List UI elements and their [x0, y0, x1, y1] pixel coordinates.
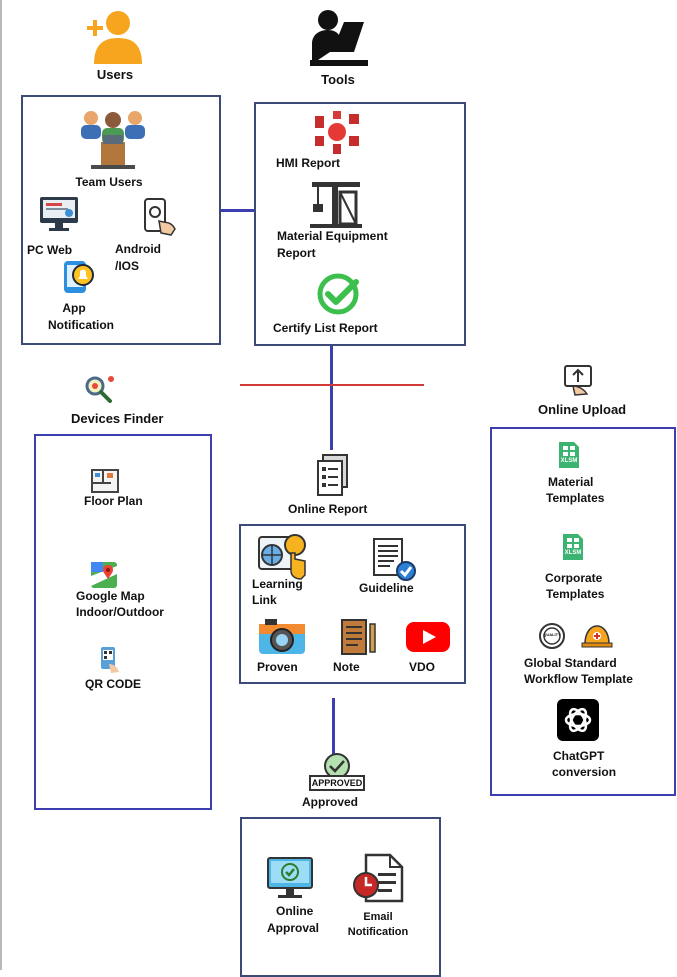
tools-report-connector — [330, 346, 333, 450]
learning-label: Learning — [252, 577, 303, 591]
hmi-report-icon — [313, 110, 361, 156]
material-templates-xlsm-icon — [557, 441, 581, 469]
certify-check-icon — [316, 272, 360, 316]
team-users-icon — [77, 108, 149, 170]
floor-plan-label: Floor Plan — [84, 494, 143, 508]
guideline-icon — [370, 537, 418, 583]
global-standard-label-2: Workflow Template — [524, 672, 633, 686]
corporate-xlsm-text: XLSM — [564, 550, 582, 556]
online-report-title: Online Report — [288, 502, 368, 516]
chatgpt-label-2: conversion — [552, 765, 617, 779]
devices-finder-box — [34, 434, 212, 810]
online-upload-box — [490, 427, 676, 796]
material-equipment-icon — [310, 180, 362, 228]
vdo-label: VDO — [409, 660, 436, 674]
android-label: Android — [115, 242, 161, 256]
approved-badge-text: APPROVED — [311, 778, 363, 788]
ios-label: /IOS — [115, 259, 140, 273]
quality-badge-icon — [539, 623, 565, 649]
report-approved-connector — [332, 698, 335, 754]
online-report-icon — [315, 453, 351, 497]
team-users-label: Team Users — [75, 175, 143, 189]
android-ios-icon — [141, 197, 179, 237]
online-approval-label-1: Online — [276, 904, 314, 918]
devices-finder-title: Devices Finder — [71, 411, 164, 426]
material-templates-label-1: Material — [548, 475, 594, 489]
online-upload-icon — [563, 364, 593, 396]
google-map-label-1: Google Map — [76, 589, 145, 603]
corporate-templates-label-1: Corporate — [545, 571, 603, 585]
email-label: Email — [363, 911, 393, 923]
notification-email-label: Notification — [347, 926, 409, 938]
online-approval-label-2: Approval — [267, 921, 320, 935]
devices-finder-icon — [84, 375, 116, 405]
app-label: App — [62, 301, 86, 315]
approved-badge-icon — [309, 752, 365, 792]
red-divider-line — [240, 384, 424, 386]
floor-plan-icon — [91, 469, 119, 493]
global-standard-label-1: Global Standard — [524, 656, 617, 670]
google-map-icon — [90, 561, 118, 589]
users-title: Users — [96, 67, 134, 82]
tools-box — [254, 102, 466, 346]
add-user-icon — [84, 6, 142, 64]
safety-helmet-icon — [581, 624, 613, 648]
tools-person-laptop-icon — [308, 8, 370, 68]
chatgpt-label-1: ChatGPT — [553, 749, 605, 763]
corporate-templates-label-2: Templates — [546, 587, 605, 601]
notification-label: Notification — [48, 318, 114, 332]
users-tools-connector — [221, 209, 254, 212]
google-map-label-2: Indoor/Outdoor — [76, 605, 164, 619]
corporate-templates-xlsm-icon — [561, 533, 585, 561]
tools-title: Tools — [321, 72, 355, 87]
material-xlsm-text: XLSM — [560, 458, 578, 464]
approved-title: Approved — [302, 795, 359, 809]
note-label: Note — [333, 660, 360, 674]
pc-web-icon — [39, 196, 79, 232]
email-notification-icon — [352, 853, 404, 903]
online-approval-monitor-icon — [266, 856, 314, 902]
material-equipment-label-1: Material Equipment — [277, 229, 388, 243]
qr-code-icon — [99, 646, 121, 674]
learning-link-icon — [257, 531, 309, 581]
link-label: Link — [252, 593, 277, 607]
vdo-play-icon — [406, 622, 450, 652]
online-upload-title: Online Upload — [538, 402, 627, 417]
online-report-box — [239, 524, 466, 684]
pc-web-label: PC Web — [27, 243, 73, 257]
guideline-label: Guideline — [359, 581, 414, 595]
certify-list-report-label: Certify List Report — [273, 321, 378, 335]
proven-camera-icon — [257, 616, 307, 656]
material-equipment-label-2: Report — [277, 246, 316, 260]
app-notification-icon — [59, 259, 95, 295]
material-templates-label-2: Templates — [546, 491, 605, 505]
left-edge-border — [0, 0, 2, 970]
note-icon — [338, 618, 378, 658]
users-box — [21, 95, 221, 345]
qr-code-label: QR CODE — [85, 677, 142, 691]
chatgpt-icon — [557, 699, 599, 741]
hmi-report-label: HMI Report — [276, 156, 340, 170]
quality-badge-text: QUALITY — [543, 632, 561, 637]
proven-label: Proven — [257, 660, 298, 674]
